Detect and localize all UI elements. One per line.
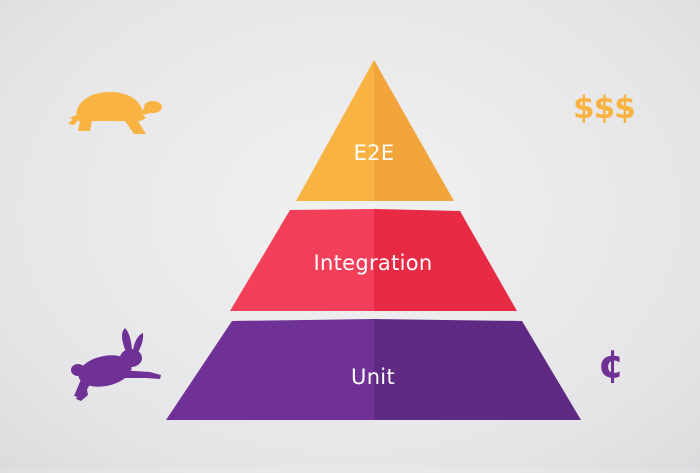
e2e-layer-label: E2E	[353, 141, 395, 165]
speed-scale	[68, 92, 162, 401]
e2e-layer-right-face	[374, 60, 454, 201]
high-cost-label: $$$	[573, 90, 636, 126]
integration-layer-left-face	[230, 209, 374, 311]
low-cost-cent-label: ¢	[598, 342, 625, 386]
pyramid-layer-e2e	[296, 60, 454, 201]
rabbit-icon	[71, 328, 161, 401]
pyramid-layer-integration	[230, 209, 517, 311]
turtle-icon	[68, 92, 162, 134]
e2e-layer-left-face	[296, 60, 374, 201]
integration-layer-right-face	[374, 209, 517, 311]
pyramid-layer-unit	[166, 319, 581, 420]
integration-layer-label: Integration	[313, 251, 433, 275]
unit-layer-left-face	[166, 319, 374, 420]
unit-layer-label: Unit	[351, 365, 395, 389]
unit-layer-right-face	[374, 319, 581, 420]
